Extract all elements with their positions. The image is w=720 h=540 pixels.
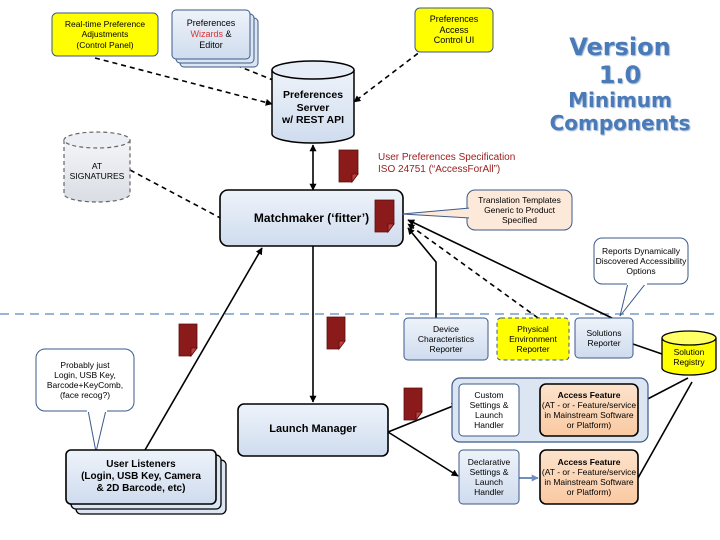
- edge-realtime-server: [94, 57, 273, 106]
- physical-reporter-node: [496, 317, 570, 361]
- user-listeners-stack: [65, 449, 227, 515]
- edge-listeners-matchmaker: [144, 247, 263, 451]
- preferences-editor-node: [171, 9, 251, 60]
- translation-callout: [401, 189, 573, 231]
- solutions-reporter-node: [574, 317, 634, 359]
- edge-physical-matchmaker: [407, 223, 539, 319]
- edge-solutions-matchmaker: [407, 219, 613, 319]
- device-reporter-node: [403, 317, 489, 361]
- launch-manager-node: [237, 403, 389, 457]
- version-title: Version 1.0 Minimum Components: [545, 33, 695, 136]
- edge-device-matchmaker: [407, 227, 437, 318]
- edge-registry-access2: [637, 381, 693, 479]
- custom-handler-node: [458, 383, 520, 437]
- edge-launch-declarative: [387, 431, 459, 477]
- user-listeners-node: [65, 449, 217, 505]
- probably-callout: [35, 348, 135, 453]
- realtime-adjustments-node: [51, 12, 159, 57]
- solution-registry-node: [661, 330, 717, 376]
- edge-registry-solutions: [632, 343, 663, 355]
- matchmaker-node: [219, 189, 404, 247]
- reports-callout: [593, 237, 689, 317]
- connectors: [94, 47, 693, 479]
- edge-launch-custom: [387, 403, 459, 433]
- document-icons: [178, 149, 423, 422]
- edge-accesscontrol-server: [353, 47, 426, 103]
- declarative-handler-node: [458, 449, 520, 505]
- title-line-1: Version 1.0: [569, 33, 671, 89]
- title-line-2: Minimum: [568, 88, 672, 113]
- preferences-server-node: [271, 60, 355, 144]
- access-feature-node-2: [539, 449, 639, 505]
- access-feature-node-1: [539, 383, 639, 437]
- edge-at-matchmaker: [129, 169, 229, 223]
- preferences-editor-stack: [171, 9, 259, 68]
- at-signatures-node: [63, 131, 131, 203]
- title-line-3: Components: [549, 111, 691, 136]
- access-control-node: [414, 7, 494, 53]
